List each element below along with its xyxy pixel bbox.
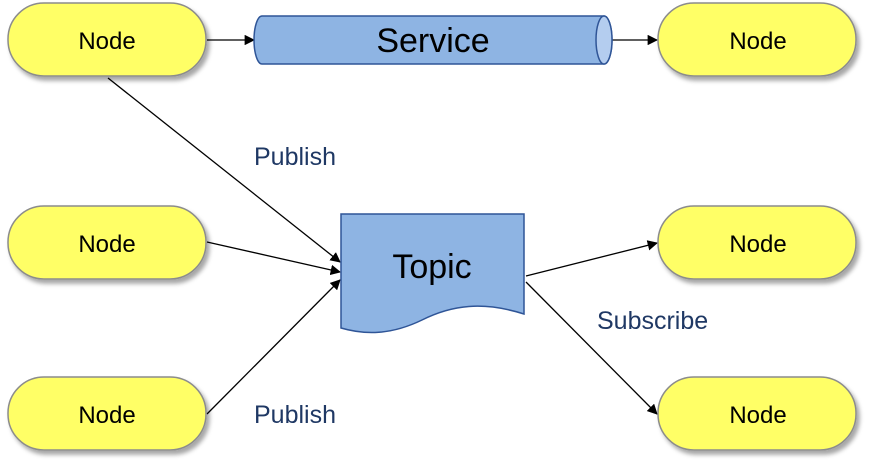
node-mid-right-label: Node	[729, 231, 786, 258]
node-mid-left[interactable]	[7, 205, 207, 280]
node-mid-left-label: Node	[78, 231, 135, 258]
arrow-publish-top	[107, 77, 341, 263]
node-bottom-left-label: Node	[78, 402, 135, 429]
node-bottom-right[interactable]	[657, 376, 857, 451]
subscribe-label: Subscribe	[597, 307, 708, 335]
arrow-publish-bottom	[206, 279, 341, 415]
arrow-subscribe-mid	[525, 240, 659, 277]
service-shape[interactable]: Service	[253, 15, 613, 65]
node-top-left-label: Node	[78, 28, 135, 55]
node-mid-right[interactable]	[657, 205, 857, 280]
node-bottom-left[interactable]	[7, 376, 207, 451]
node-top-right[interactable]	[657, 2, 857, 77]
connectors	[107, 34, 659, 415]
topic-shape[interactable]: Topic	[340, 213, 525, 334]
publish-label-top: Publish	[254, 143, 336, 171]
service-label: Service	[376, 22, 489, 60]
node-top-left[interactable]	[7, 2, 207, 77]
arrow-publish-mid	[206, 241, 342, 276]
publish-label-bottom: Publish	[254, 401, 336, 429]
topic-label: Topic	[392, 248, 471, 286]
node-top-right-label: Node	[729, 28, 786, 55]
arrow-subscribe-bottom	[525, 281, 658, 415]
node-bottom-right-label: Node	[729, 402, 786, 429]
